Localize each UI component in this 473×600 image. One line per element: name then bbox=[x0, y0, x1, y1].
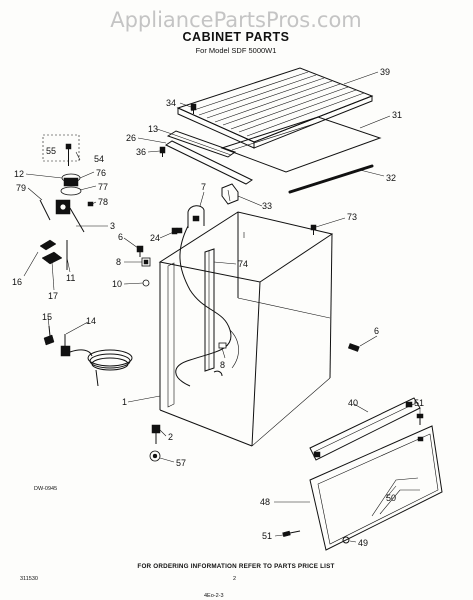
callout-48: 48 bbox=[260, 497, 270, 507]
callout-31: 31 bbox=[392, 110, 402, 120]
callout-57: 57 bbox=[176, 458, 186, 468]
diagram-code: DW-0945 bbox=[34, 486, 57, 492]
callout-51-top: 51 bbox=[414, 398, 424, 408]
callout-11: 11 bbox=[66, 273, 75, 283]
callout-55: 55 bbox=[46, 146, 56, 156]
callout-50: 50 bbox=[386, 493, 396, 503]
callout-51-bottom: 51 bbox=[262, 531, 272, 541]
callout-12: 12 bbox=[14, 169, 24, 179]
callout-76: 76 bbox=[96, 168, 106, 178]
callout-leader-lines bbox=[23, 71, 421, 543]
cabinet-body-illustration bbox=[136, 183, 360, 447]
callout-73: 73 bbox=[347, 212, 357, 222]
callout-15: 15 bbox=[42, 312, 52, 322]
front-trim-strip-32 bbox=[288, 164, 374, 194]
callout-34: 34 bbox=[166, 98, 176, 108]
callout-6-right: 6 bbox=[374, 326, 379, 336]
right-screw-6 bbox=[347, 343, 360, 352]
callout-13: 13 bbox=[148, 124, 158, 134]
model-subtitle: For Model SDF 5000W1 bbox=[196, 46, 277, 55]
callout-8-body: 8 bbox=[220, 360, 225, 370]
callout-3: 3 bbox=[110, 221, 115, 231]
leveling-legs bbox=[149, 424, 161, 462]
callout-8-left: 8 bbox=[116, 257, 121, 267]
callout-32: 32 bbox=[386, 173, 396, 183]
callout-6-left: 6 bbox=[118, 232, 123, 242]
callout-numbers: 39 34 31 13 26 36 32 55 54 12 76 79 77 7… bbox=[12, 67, 424, 548]
callout-40: 40 bbox=[348, 398, 358, 408]
callout-78: 78 bbox=[98, 197, 108, 207]
callout-39: 39 bbox=[380, 67, 390, 77]
callout-7: 7 bbox=[201, 182, 206, 192]
page-title: CABINET PARTS bbox=[183, 30, 290, 44]
power-cord-parts bbox=[43, 325, 133, 387]
callout-54: 54 bbox=[94, 154, 104, 164]
callout-49: 49 bbox=[358, 538, 368, 548]
ordering-info-note: FOR ORDERING INFORMATION REFER TO PARTS … bbox=[137, 563, 334, 570]
top-panel-illustration bbox=[176, 67, 374, 149]
watermark-text: AppliancePartsPros.com bbox=[110, 8, 362, 32]
callout-1: 1 bbox=[122, 397, 127, 407]
callout-17: 17 bbox=[48, 291, 58, 301]
callout-10: 10 bbox=[112, 279, 122, 289]
document-number: 311530 bbox=[20, 576, 38, 582]
top-plate-illustration bbox=[220, 116, 382, 173]
callout-79: 79 bbox=[16, 183, 26, 193]
corner-handwritten-mark: 4Eo-2-3 bbox=[204, 593, 224, 599]
access-panel-48 bbox=[309, 425, 443, 551]
callout-16: 16 bbox=[12, 277, 22, 287]
callout-77: 77 bbox=[98, 182, 108, 192]
top-trim-strips bbox=[164, 130, 254, 185]
callout-14: 14 bbox=[86, 316, 96, 326]
callout-33: 33 bbox=[262, 201, 272, 211]
callout-36: 36 bbox=[136, 147, 146, 157]
callout-2: 2 bbox=[168, 432, 173, 442]
page-number: 2 bbox=[233, 576, 236, 582]
callout-26: 26 bbox=[126, 133, 136, 143]
callout-24: 24 bbox=[150, 233, 160, 243]
toe-kick-panel-40 bbox=[309, 397, 421, 461]
callout-74: 74 bbox=[238, 259, 248, 269]
